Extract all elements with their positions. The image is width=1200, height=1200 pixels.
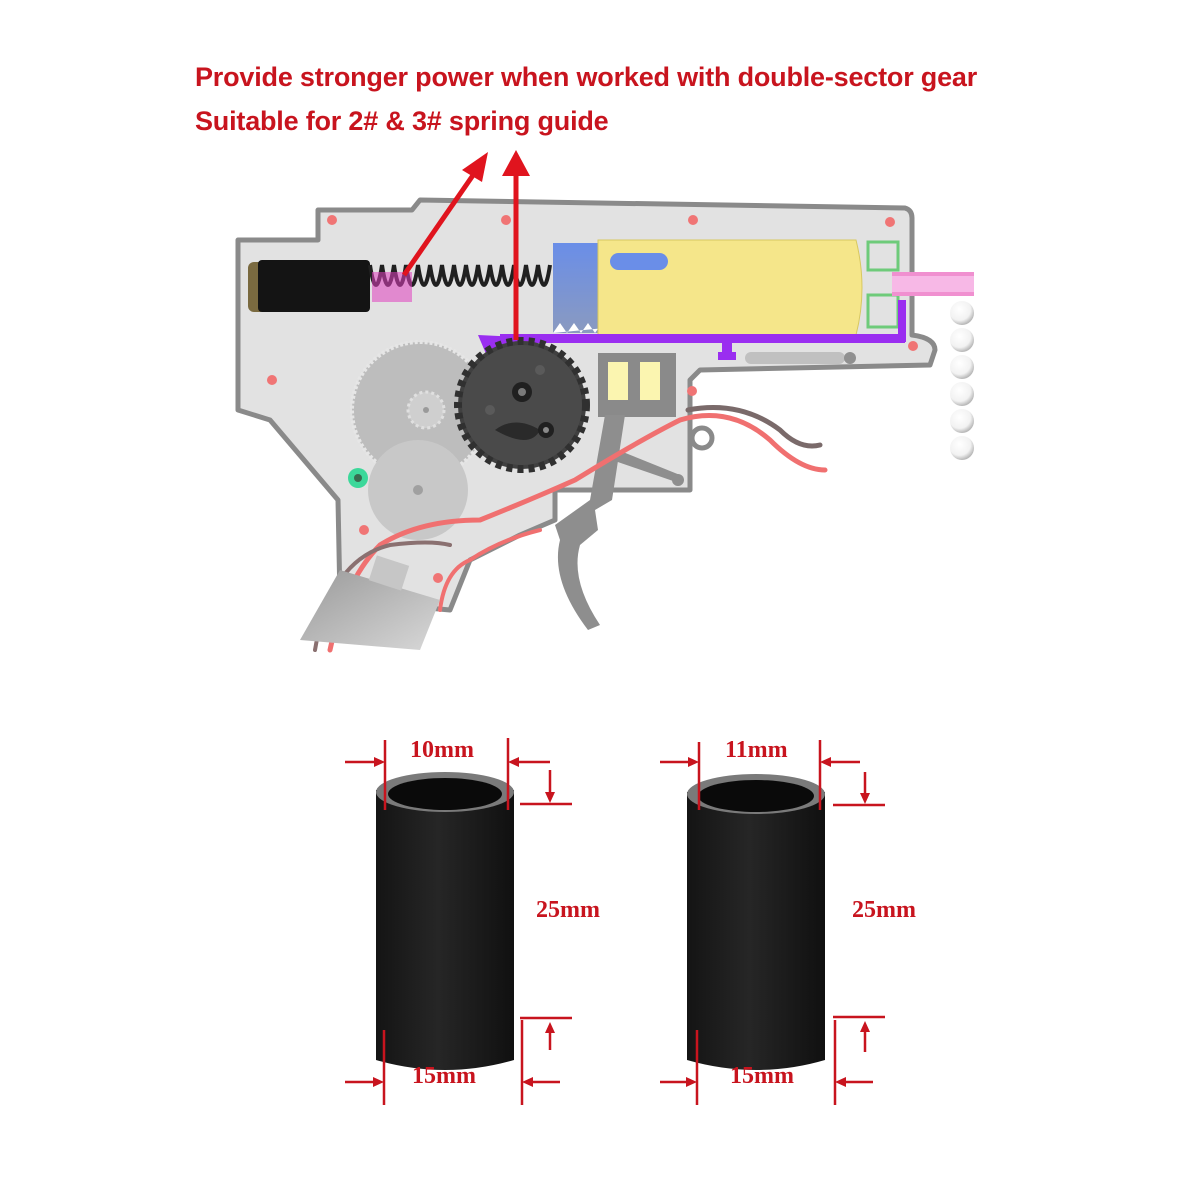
spring-guide — [248, 260, 370, 312]
selector-plate — [598, 353, 676, 417]
spacer-1-inner-diameter: 10mm — [410, 737, 474, 763]
spacer-2-illustration — [660, 740, 885, 1105]
caption-line-2: Suitable for 2# & 3# spring guide — [195, 106, 609, 136]
spacer-1-illustration — [345, 738, 572, 1105]
sector-gear — [454, 337, 590, 473]
annotation-arrows — [401, 150, 530, 340]
caption-line-1: Provide stronger power when worked with … — [195, 62, 978, 92]
rail-detail — [745, 352, 845, 364]
screw-dots — [267, 215, 918, 583]
arrow-to-spring-guide — [401, 166, 481, 277]
nozzle — [892, 272, 974, 296]
trigger — [555, 415, 684, 630]
bb-stack — [950, 301, 974, 460]
piston — [553, 243, 605, 333]
spacer-2-outer-diameter: 15mm — [730, 1063, 794, 1089]
gearbox-diagram — [235, 150, 974, 653]
arrow-head-1 — [462, 152, 488, 182]
spacer-2-inner-diameter: 11mm — [725, 737, 788, 763]
ring-pin — [689, 425, 715, 451]
spacer-1-length: 25mm — [536, 897, 600, 923]
cylinder — [597, 239, 863, 336]
arrow-head-2 — [502, 150, 530, 176]
spring — [368, 264, 552, 302]
spacer-1-outer-diameter: 15mm — [412, 1063, 476, 1089]
rail-pin — [844, 352, 856, 364]
spur-gear — [368, 440, 468, 540]
motor — [300, 555, 440, 650]
green-marker-center — [354, 474, 362, 482]
spacer-2-length: 25mm — [852, 897, 916, 923]
